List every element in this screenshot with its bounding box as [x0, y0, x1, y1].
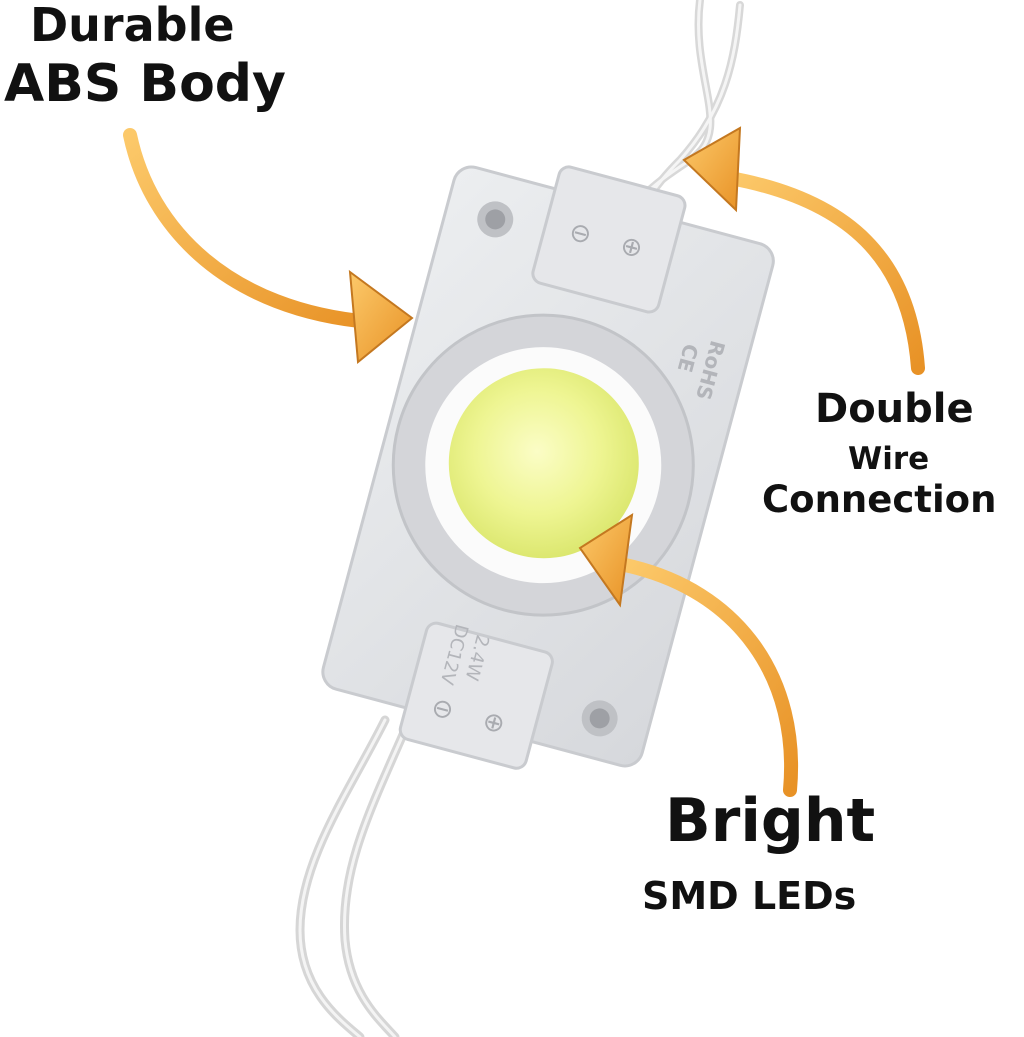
arrow-icon: [578, 513, 798, 797]
led-module: ⊖ ⊕ ⊖ ⊕ RoHS CE 2.4W DC12V: [321, 165, 775, 770]
arrow-icon: [123, 128, 414, 364]
mounting-hole-icon: [581, 700, 618, 737]
callout-leds-line2: SMD LEDs: [642, 874, 857, 918]
callout-abs-body-line2: ABS Body: [4, 54, 286, 114]
mounting-hole-icon: [477, 201, 514, 238]
callout-leds-line1: Bright: [665, 786, 876, 856]
callout-wire-line1: Double: [815, 386, 974, 432]
callout-wire-line3: Connection: [762, 478, 997, 521]
callout-wire-line2: Wire: [848, 441, 930, 477]
arrow-icon: [682, 126, 925, 375]
led-lens-icon: [448, 368, 639, 559]
callout-abs-body-line1: Durable: [30, 0, 235, 52]
wire-bottom-highlight: [298, 718, 407, 1037]
module-top-ridge: [531, 165, 687, 314]
module-bottom-ridge: [398, 621, 554, 770]
